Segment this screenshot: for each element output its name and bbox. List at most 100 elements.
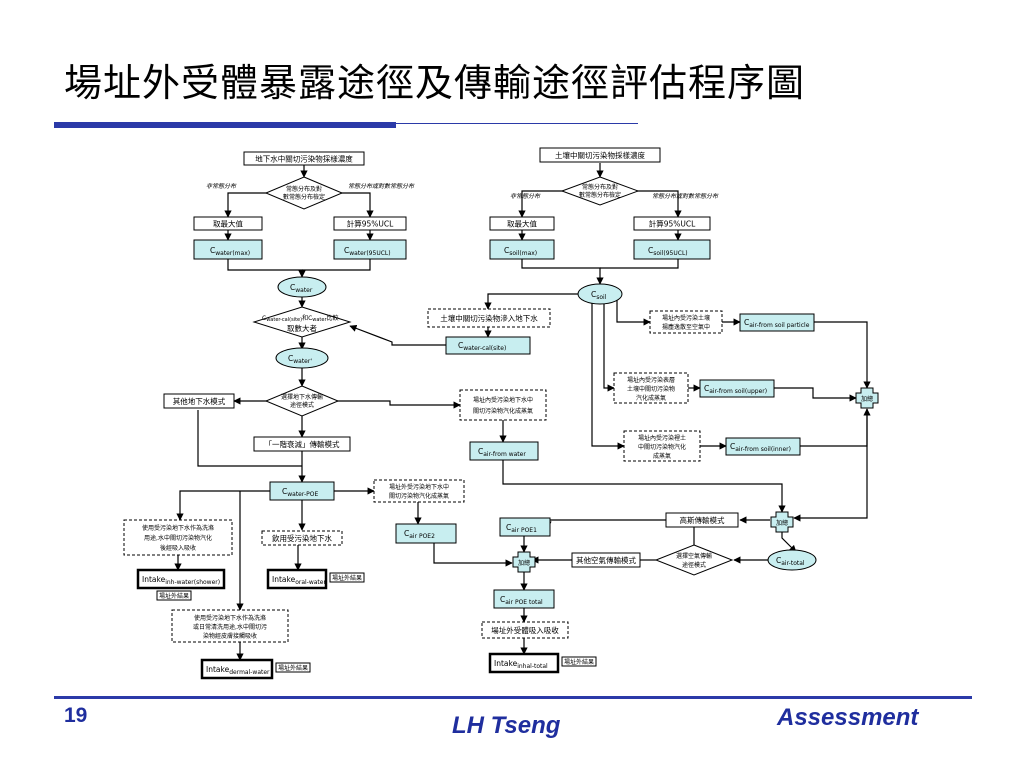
svg-text:揚塵逸散至空氣中: 揚塵逸散至空氣中	[662, 323, 710, 331]
svg-text:Cwater(max): Cwater(max)	[210, 246, 250, 257]
svg-text:常態分布及對: 常態分布及對	[582, 183, 618, 191]
svg-text:用途,水中關切污染物汽化: 用途,水中關切污染物汽化	[144, 534, 212, 542]
connectors	[174, 163, 871, 661]
svg-text:數常態分布檢定: 數常態分布檢定	[579, 191, 621, 199]
c-water-cal-box: Cwater-cal(site)	[445, 336, 531, 355]
c-air-total-node: Cair-total	[767, 549, 817, 571]
gw-normal-label: 常態分布或對數常態分布	[348, 182, 415, 190]
sum-node-1: 加總	[855, 387, 879, 409]
offsite-inhale-box: 場址外受體吸入吸收	[481, 621, 569, 639]
sum-node-2: 加總	[770, 511, 794, 533]
svg-text:加總: 加總	[776, 519, 788, 527]
gw-calc-ucl-box: 計算95%UCL	[333, 216, 407, 231]
svg-text:途徑模式: 途徑模式	[682, 561, 706, 569]
svg-text:使用受污染地下水作為洗滌: 使用受污染地下水作為洗滌	[194, 614, 266, 622]
svg-text:土壤中關切污染物採樣濃度: 土壤中關切污染物採樣濃度	[555, 150, 645, 160]
footer-topic: Assessment	[777, 704, 919, 731]
flowchart: 地下水中關切污染物採樣濃度 常態分布及對 數常態分布檢定 非常態分布 常態分布或…	[123, 147, 879, 680]
slide-number: 19	[64, 704, 88, 727]
compare-decision: Cwater-cal(site)和Cwater比較 取數大者	[252, 306, 352, 338]
svg-text:高斯傳輸模式: 高斯傳輸模式	[680, 515, 725, 525]
svg-text:地下水中關切污染物採樣濃度: 地下水中關切污染物採樣濃度	[255, 154, 353, 164]
svg-text:土壤中關切污染物: 土壤中關切污染物	[627, 385, 675, 393]
intake-inh-box: Intakeinh-water(shower)	[136, 568, 226, 590]
intake-inhal-total-box: Intakeinhal-total	[488, 652, 560, 674]
other-gw-model-box: 其他地下水模式	[163, 393, 235, 409]
svg-text:Cair-from soil(inner): Cair-from soil(inner)	[730, 442, 791, 453]
svg-text:Intakedermal-water: Intakedermal-water	[206, 665, 270, 676]
title-underline-thick	[54, 122, 396, 128]
other-air-model-box: 其他空氣傳輸模式	[571, 552, 641, 568]
svg-text:Csoil: Csoil	[591, 290, 607, 301]
svg-text:取最大值: 取最大值	[213, 219, 243, 229]
c-air-poe2-box: Cair POE2	[395, 523, 457, 544]
c-air-upper-box: Cair-from soil(upper)	[699, 379, 775, 398]
c-air-inner-box: Cair-from soil(inner)	[725, 437, 801, 456]
svg-text:關切污染物汽化成蒸氣: 關切污染物汽化成蒸氣	[389, 492, 449, 500]
soil-take-max-box: 取最大值	[489, 216, 555, 231]
gw-take-max-box: 取最大值	[193, 216, 263, 231]
svg-text:場址外結果: 場址外結果	[278, 664, 308, 672]
svg-text:Cair-from soil particle: Cair-from soil particle	[744, 318, 810, 329]
svg-text:取數大者: 取數大者	[287, 323, 317, 333]
footer-author: LH Tseng	[452, 712, 561, 739]
c-water-poe-box: Cwater-POE	[269, 481, 335, 501]
intake-dermal-box: Intakedermal-water	[200, 658, 274, 680]
svg-text:Cair POE1: Cair POE1	[506, 523, 537, 534]
intake-oral-box: Intakeoral-water	[266, 568, 328, 590]
svg-text:加總: 加總	[518, 559, 530, 567]
svg-text:Cwater(95UCL): Cwater(95UCL)	[344, 246, 391, 257]
gw-sample-box: 地下水中關切污染物採樣濃度	[243, 151, 365, 166]
svg-text:場址內受污染土壤: 場址內受污染土壤	[662, 314, 710, 322]
soil-cucl-box: Csoil(95UCL)	[633, 239, 711, 260]
gw-distribution-test-decision: 常態分布及對 數常態分布檢定	[264, 176, 344, 210]
soil-sample-box: 土壤中關切污染物採樣濃度	[539, 147, 661, 163]
dermal-box: 使用受污染地下水作為洗滌 或日常清洗用途,水中關切污 染物經皮膚接觸吸收	[171, 609, 289, 643]
svg-text:常態分布及對: 常態分布及對	[286, 185, 322, 193]
svg-text:選擇空氣傳輸: 選擇空氣傳輸	[676, 552, 712, 560]
svg-text:取最大值: 取最大值	[507, 219, 537, 229]
svg-text:場址內受污染地下水中: 場址內受污染地下水中	[473, 396, 533, 404]
svg-text:途徑模式: 途徑模式	[290, 401, 314, 409]
footer-rule	[54, 696, 972, 699]
svg-text:中關切污染物汽化: 中關切污染物汽化	[638, 443, 686, 451]
svg-text:Cair POE2: Cair POE2	[404, 529, 435, 540]
svg-text:Cwater': Cwater'	[288, 354, 312, 365]
svg-text:場址外結果: 場址外結果	[564, 658, 594, 666]
gw-non-normal-label: 非常態分布	[206, 182, 237, 190]
svg-text:「一階衰減」傳輸模式: 「一階衰減」傳輸模式	[265, 439, 340, 449]
result-box-4: 場址外結果	[561, 656, 597, 667]
svg-text:關切污染物汽化成蒸氣: 關切污染物汽化成蒸氣	[473, 407, 533, 415]
gw-model-choice-decision: 選擇地下水傳輸 途徑模式	[264, 385, 340, 417]
svg-text:使用受污染地下水作為洗滌: 使用受污染地下水作為洗滌	[142, 524, 214, 532]
shower-box: 使用受污染地下水作為洗滌 用途,水中關切污染物汽化 後經吸入吸收	[123, 519, 233, 556]
drink-box: 飲用受污染地下水	[261, 530, 343, 546]
svg-text:場址外受污染地下水中: 場址外受污染地下水中	[389, 483, 449, 491]
c-water-prime-node: Cwater'	[275, 347, 329, 369]
svg-text:成蒸氣: 成蒸氣	[653, 452, 671, 460]
svg-text:場址外受體吸入吸收: 場址外受體吸入吸收	[491, 625, 559, 635]
c-air-poe1-box: Cair POE1	[499, 517, 551, 537]
leach-box: 土壤中關切污染物滲入地下水	[427, 308, 551, 328]
c-air-poe-total-box: Cair POE total	[493, 589, 555, 609]
result-box-2: 場址外結果	[329, 572, 365, 583]
svg-text:Cair-from water: Cair-from water	[478, 447, 526, 458]
svg-text:Csoil(95UCL): Csoil(95UCL)	[648, 246, 688, 257]
gw-vapor-box: 場址內受污染地下水中 關切污染物汽化成蒸氣	[459, 389, 547, 421]
svg-text:飲用受污染地下水: 飲用受污染地下水	[272, 533, 332, 543]
soil-normal-label: 常態分布或對數常態分布	[652, 192, 719, 200]
svg-text:加總: 加總	[861, 395, 873, 403]
svg-text:數常態分布檢定: 數常態分布檢定	[283, 193, 325, 201]
svg-text:Intakeinh-water(shower): Intakeinh-water(shower)	[142, 575, 220, 586]
svg-text:Cwater-cal(site): Cwater-cal(site)	[458, 341, 506, 352]
c-soil-node: Csoil	[577, 283, 623, 305]
result-box-1: 場址外結果	[156, 590, 192, 601]
svg-text:土壤中關切污染物滲入地下水: 土壤中關切污染物滲入地下水	[440, 313, 538, 323]
svg-text:Cair-from soil(upper): Cair-from soil(upper)	[704, 384, 767, 395]
svg-text:Cair POE total: Cair POE total	[500, 595, 543, 606]
air-model-choice-decision: 選擇空氣傳輸 途徑模式	[654, 544, 734, 576]
soil-non-normal-label: 非常態分布	[510, 192, 541, 200]
svg-text:計算95%UCL: 計算95%UCL	[347, 219, 394, 229]
soil-distribution-test-decision: 常態分布及對 數常態分布檢定	[560, 176, 640, 206]
result-box-3: 場址外結果	[275, 662, 311, 673]
